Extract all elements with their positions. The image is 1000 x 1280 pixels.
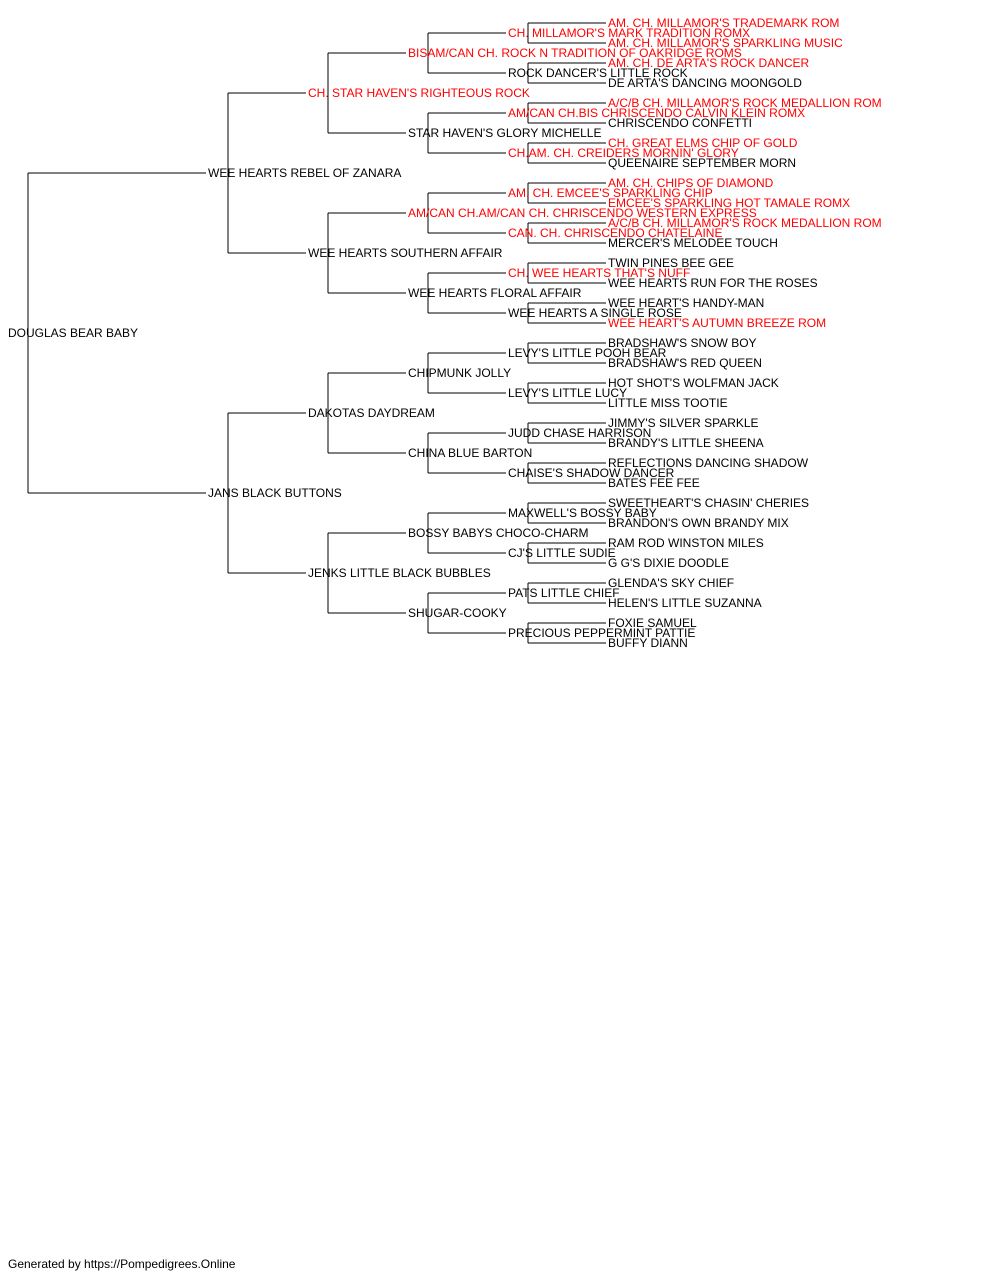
pedigree-sire-gen5: A/C/B CH. MILLAMOR'S ROCK MEDALLION ROM xyxy=(608,96,882,110)
pedigree-sire-gen2: CH. STAR HAVEN'S RIGHTEOUS ROCK xyxy=(308,86,530,100)
pedigree-sire-gen4: CH. MILLAMOR'S MARK TRADITION ROMX xyxy=(508,26,751,40)
pedigree-dam-gen5: CHRISCENDO CONFETTI xyxy=(608,116,752,130)
pedigree-dam-gen4: LEVY'S LITTLE LUCY xyxy=(508,386,628,400)
pedigree-sire-gen1: WEE HEARTS REBEL OF ZANARA xyxy=(208,166,402,180)
pedigree-sire-gen3: AM/CAN CH.AM/CAN CH. CHRISCENDO WESTERN … xyxy=(408,206,757,220)
pedigree-dam-gen4: CHAISE'S SHADOW DANCER xyxy=(508,466,675,480)
pedigree-dam-gen3: SHUGAR-COOKY xyxy=(408,606,507,620)
pedigree-dam-gen3: STAR HAVEN'S GLORY MICHELLE xyxy=(408,126,602,140)
pedigree-sire-gen5: CH. GREAT ELMS CHIP OF GOLD xyxy=(608,136,798,150)
pedigree-dam-gen4: CAN. CH. CHRISCENDO CHATELAINE xyxy=(508,226,723,240)
pedigree-dam-gen3: CHINA BLUE BARTON xyxy=(408,446,533,460)
pedigree-dam-gen5: MERCER'S MELODEE TOUCH xyxy=(608,236,778,250)
pedigree-sire-gen3: BISAM/CAN CH. ROCK N TRADITION OF OAKRID… xyxy=(408,46,742,60)
pedigree-sire-gen5: JIMMY'S SILVER SPARKLE xyxy=(608,416,759,430)
pedigree-dam-gen5: BRANDY'S LITTLE SHEENA xyxy=(608,436,764,450)
pedigree-sire-gen5: A/C/B CH. MILLAMOR'S ROCK MEDALLION ROM xyxy=(608,216,882,230)
pedigree-dam-gen4: CH.AM. CH. CREIDERS MORNIN' GLORY xyxy=(508,146,739,160)
pedigree-dam-gen2: WEE HEARTS SOUTHERN AFFAIR xyxy=(308,246,503,260)
pedigree-dam-gen5: G G'S DIXIE DOODLE xyxy=(608,556,729,570)
pedigree-dam-gen5: LITTLE MISS TOOTIE xyxy=(608,396,728,410)
pedigree-sire-gen5: REFLECTIONS DANCING SHADOW xyxy=(608,456,809,470)
pedigree-sire-gen5: RAM ROD WINSTON MILES xyxy=(608,536,764,550)
pedigree-sire-gen5: AM. CH. MILLAMOR'S TRADEMARK ROM xyxy=(608,16,840,30)
pedigree-sire-gen3: CHIPMUNK JOLLY xyxy=(408,366,512,380)
pedigree-sire-gen4: LEVY'S LITTLE POOH BEAR xyxy=(508,346,667,360)
pedigree-sire-gen4: MAXWELL'S BOSSY BABY xyxy=(508,506,657,520)
pedigree-sire-gen3: BOSSY BABYS CHOCO-CHARM xyxy=(408,526,589,540)
pedigree-sire-gen4: AM/CAN CH.BIS CHRISCENDO CALVIN KLEIN RO… xyxy=(508,106,806,120)
pedigree-sire-gen5: BRADSHAW'S SNOW BOY xyxy=(608,336,757,350)
pedigree-dam-gen4: ROCK DANCER'S LITTLE ROCK xyxy=(508,66,688,80)
pedigree-dam-gen5: WEE HEART'S AUTUMN BREEZE ROM xyxy=(608,316,827,330)
pedigree-dam-gen1: JANS BLACK BUTTONS xyxy=(208,486,342,500)
pedigree-sire-gen5: SWEETHEART'S CHASIN' CHERIES xyxy=(608,496,810,510)
pedigree-sire-gen5: AM. CH. DE ARTA'S ROCK DANCER xyxy=(608,56,810,70)
pedigree-dam-gen4: PRECIOUS PEPPERMINT PATTIE xyxy=(508,626,696,640)
pedigree-dam-gen4: CJ'S LITTLE SUDIE xyxy=(508,546,616,560)
pedigree-dam-gen4: WEE HEARTS A SINGLE ROSE xyxy=(508,306,682,320)
pedigree-dam-gen5: BATES FEE FEE xyxy=(608,476,700,490)
pedigree-sire-gen4: AM. CH. EMCEE'S SPARKLING CHIP xyxy=(508,186,713,200)
pedigree-dam-gen5: EMCEE'S SPARKLING HOT TAMALE ROMX xyxy=(608,196,851,210)
pedigree-sire-gen5: TWIN PINES BEE GEE xyxy=(608,256,735,270)
footer-credit: Generated by https://Pompedigrees.Online xyxy=(8,1257,236,1271)
pedigree-sire-gen4: CH. WEE HEARTS THAT'S NUFF xyxy=(508,266,691,280)
pedigree-dam-gen5: AM. CH. MILLAMOR'S SPARKLING MUSIC xyxy=(608,36,843,50)
pedigree-dam-gen5: QUEENAIRE SEPTEMBER MORN xyxy=(608,156,797,170)
pedigree-dam-gen5: DE ARTA'S DANCING MOONGOLD xyxy=(608,76,802,90)
pedigree-sire-gen5: GLENDA'S SKY CHIEF xyxy=(608,576,735,590)
pedigree-sire-gen4: PATS LITTLE CHIEF xyxy=(508,586,620,600)
pedigree-dam-gen3: WEE HEARTS FLORAL AFFAIR xyxy=(408,286,582,300)
pedigree-sire-gen2: DAKOTAS DAYDREAM xyxy=(308,406,435,420)
pedigree-dam-gen5: WEE HEARTS RUN FOR THE ROSES xyxy=(608,276,818,290)
pedigree-sire-gen5: WEE HEART'S HANDY-MAN xyxy=(608,296,765,310)
pedigree-dam-gen5: BUFFY DIANN xyxy=(608,636,688,650)
pedigree-dam-gen5: HELEN'S LITTLE SUZANNA xyxy=(608,596,762,610)
pedigree-sire-gen5: AM. CH. CHIPS OF DIAMOND xyxy=(608,176,774,190)
pedigree-sire-gen4: JUDD CHASE HARRISON xyxy=(508,426,652,440)
pedigree-dam-gen5: BRANDON'S OWN BRANDY MIX xyxy=(608,516,789,530)
pedigree-dam-gen2: JENKS LITTLE BLACK BUBBLES xyxy=(308,566,491,580)
pedigree-sire-gen5: FOXIE SAMUEL xyxy=(608,616,697,630)
pedigree-subject-gen0: DOUGLAS BEAR BABY xyxy=(8,326,139,340)
pedigree-sire-gen5: HOT SHOT'S WOLFMAN JACK xyxy=(608,376,779,390)
pedigree-dam-gen5: BRADSHAW'S RED QUEEN xyxy=(608,356,762,370)
